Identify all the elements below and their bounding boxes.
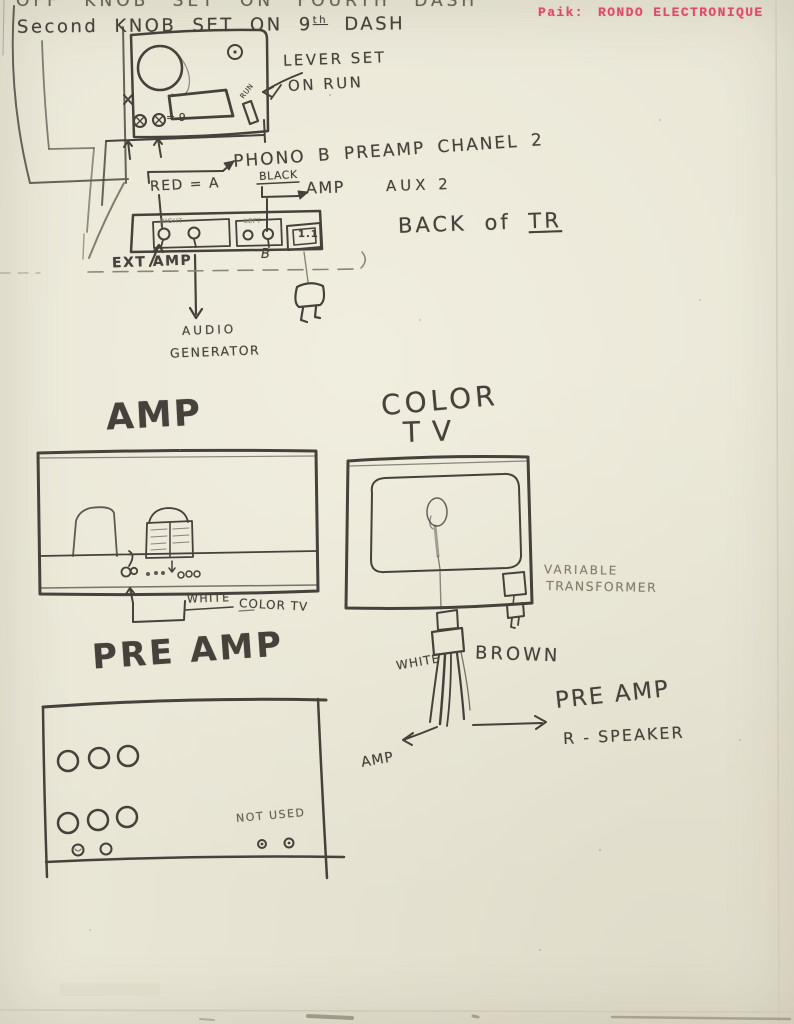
candle-on-screen-icon <box>426 497 448 570</box>
b-label: B <box>261 247 270 262</box>
right-jack-b-icon <box>187 226 201 240</box>
red-a-label: RED = A <box>149 175 221 195</box>
tv-screen-icon <box>370 472 523 574</box>
note-off-knob: OFF KNOB SET ON FOURTH DASH <box>16 0 479 11</box>
right-jack-a-icon <box>157 227 171 241</box>
preamp-jacks-row1-icon <box>56 744 140 773</box>
outlet-icon <box>286 222 322 251</box>
screw-knobs-icon <box>133 113 166 128</box>
preamp-small-jacks-icon <box>71 842 113 857</box>
ext-amp-arrow <box>148 243 165 268</box>
preamp-jacks-row2-icon <box>56 805 139 835</box>
cable-bundle-drawing <box>402 609 547 746</box>
audio-generator-line2: GENERATOR <box>169 342 261 361</box>
black-arrow <box>256 181 309 200</box>
stamp-title: RONDO ELECTRONIQUE <box>598 5 764 20</box>
transformer-2-icon <box>145 507 194 559</box>
recorder-box-drawing <box>123 28 270 139</box>
amp-color-tv-label: COLOR TV <box>238 596 309 614</box>
lever-arrow <box>262 72 303 100</box>
left-jack-a-icon <box>242 229 254 241</box>
ext-amp-label: EXT AMP <box>111 252 193 272</box>
stamp-prefix: Paik: <box>538 5 585 20</box>
to-amp-arrow <box>402 726 438 746</box>
variable-transformer-line2: TRANSFORMER <box>545 578 658 595</box>
x-mark-icon <box>123 94 133 105</box>
variable-transformer-icon <box>502 571 527 629</box>
knob-value-label: = 9 <box>166 111 186 124</box>
lever-note-line2: ON RUN <box>287 73 364 95</box>
tv-title-line2: TV <box>402 413 464 450</box>
not-used-jacks-icon <box>257 837 295 849</box>
black-label: BLACK <box>258 167 298 184</box>
dial-pointer-lines <box>101 119 266 206</box>
red-title-stamp: Paik: RONDO ELECTRONIQUE <box>538 5 764 20</box>
cable-brown-label: BROWN <box>474 642 561 667</box>
tr-back-panel-drawing <box>129 209 324 254</box>
to-preamp-arrow <box>472 715 547 730</box>
lever-note-line1: LEVER SET <box>282 48 387 70</box>
panel-right-label: RIGHT <box>160 217 183 225</box>
top-left-partial-device-drawing <box>2 0 129 260</box>
amp-box-drawing <box>36 448 320 623</box>
amp-aux-amp-label: AMP <box>305 177 346 198</box>
panel-left-label: LEFT <box>244 217 262 225</box>
reel-knob-icon <box>136 44 184 92</box>
note-second-knob: Second KNOB SET ON 9th DASH <box>16 13 406 38</box>
amp-white-label: WHITE <box>186 591 231 606</box>
phono-arrow <box>147 160 235 184</box>
amp-title: AMP <box>104 392 204 439</box>
cable-connector-icon <box>436 609 459 631</box>
tv-box-drawing <box>344 455 534 629</box>
transformer-1-icon <box>72 506 118 557</box>
back-of-tr-label: BACK of TR <box>397 208 563 238</box>
power-plug-icon <box>294 251 326 324</box>
run-lever-icon <box>241 99 260 126</box>
amp-aux-aux-label: AUX 2 <box>385 174 453 196</box>
small-knob-icon <box>227 44 243 60</box>
fold-dashed-line <box>0 251 366 274</box>
amp-terminals-icon <box>120 550 201 579</box>
audio-generator-line1: AUDIO <box>181 322 237 338</box>
outlet-label: 1.1 <box>298 229 319 240</box>
preamp-box-drawing <box>41 697 346 880</box>
audio-generator-arrow <box>188 253 204 320</box>
variable-transformer-line1: VARIABLE <box>543 562 619 578</box>
